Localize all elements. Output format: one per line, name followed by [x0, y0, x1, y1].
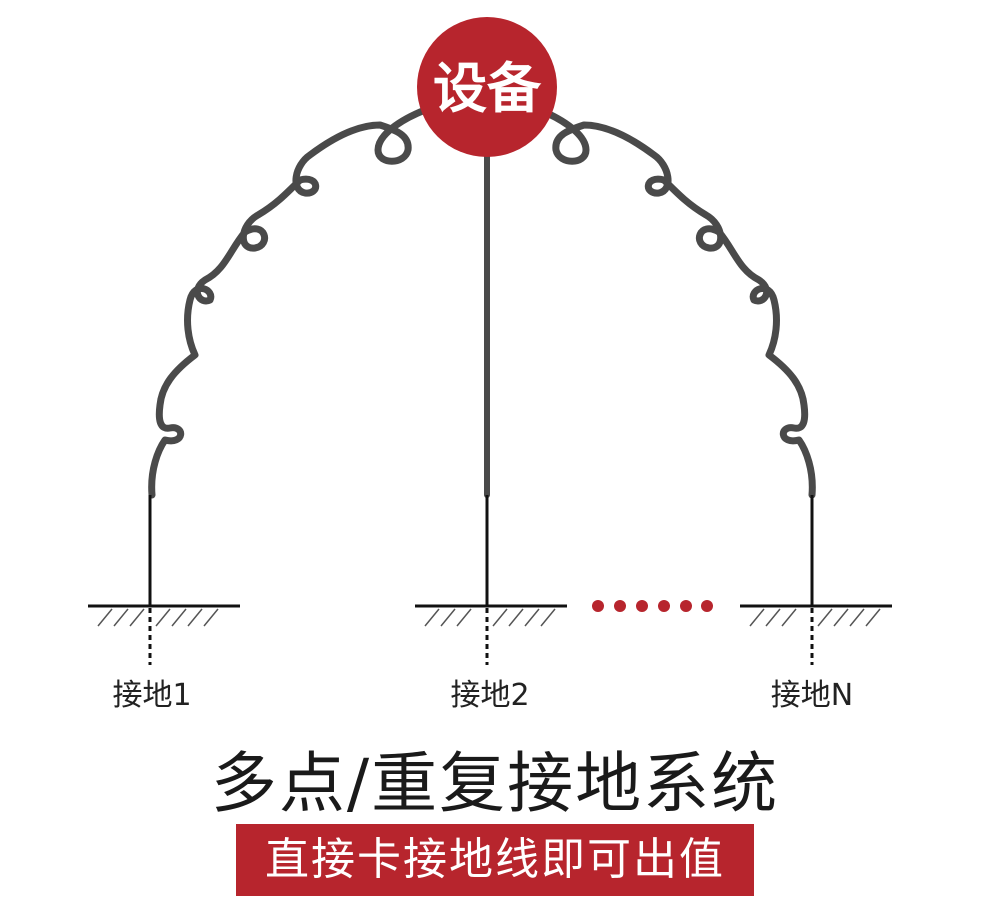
ground-label-2: 接地2 — [450, 678, 530, 713]
right-coiled-wire — [536, 106, 816, 499]
subtitle-banner: 直接卡接地线即可出值 — [236, 824, 754, 896]
ground-symbol-n — [740, 604, 892, 627]
device-label: 设备 — [433, 57, 542, 120]
ground-label-n: 接地N — [770, 678, 854, 713]
ground-symbol-1 — [88, 604, 240, 627]
ellipsis-dots — [592, 600, 713, 612]
ground-symbol-2 — [415, 604, 567, 627]
ground-label-1: 接地1 — [112, 678, 192, 713]
diagram-title: 多点/重复接地系统 — [210, 745, 780, 822]
device-circle — [417, 17, 557, 157]
left-coiled-wire — [148, 106, 429, 499]
